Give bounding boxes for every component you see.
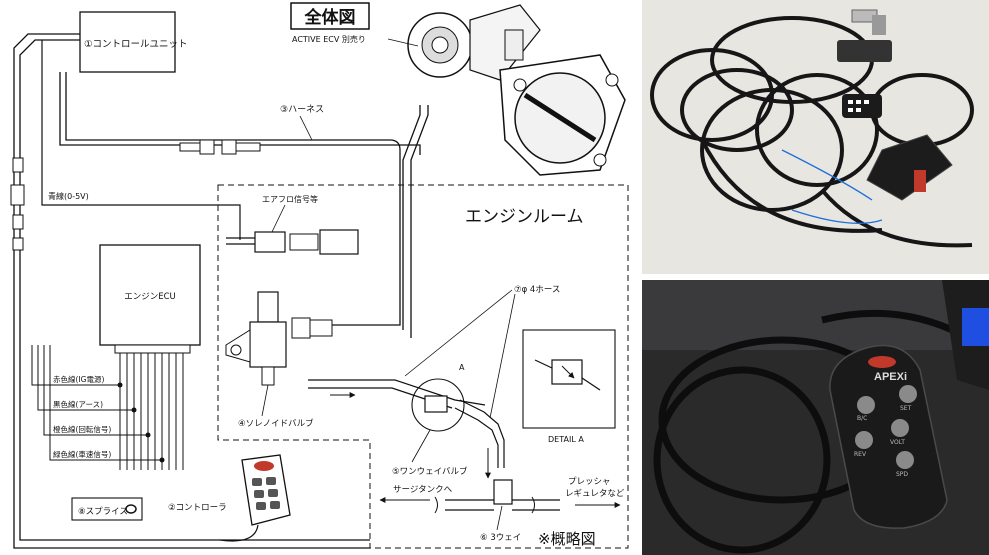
footer-note: ※概略図 (538, 530, 596, 548)
hose-label: ⑦φ 4ホース (514, 285, 560, 295)
btn-rev-label: REV (854, 451, 867, 458)
engine-ecu-box (99, 244, 201, 346)
splice-box (71, 497, 143, 521)
control-unit-box (79, 11, 176, 73)
harness-photo-illustration (642, 0, 989, 274)
active-ecv-valve (407, 4, 626, 176)
splice-label: ⑧スプライス (78, 507, 128, 517)
left-connector-3 (12, 214, 24, 230)
detail-a-box (522, 329, 616, 429)
controller-label: ②コントローラ (168, 503, 227, 513)
system-diagram: 全体図 ①コントロールユニット 青線(0-5V) ③ハーネス ACTIVE EC… (10, 2, 629, 549)
controller-drawing (241, 454, 291, 526)
btn-set-label: SET (900, 405, 912, 412)
pressure-reg-label-1: プレッシャ (568, 477, 611, 487)
engine-ecu-label: エンジンECU (124, 292, 176, 302)
black-wire-label: 黒色線(アース) (53, 399, 103, 409)
left-connector-1 (12, 157, 24, 173)
pressure-reg-label-2: レギュレタなど (565, 489, 625, 499)
harness-connector-2 (199, 139, 215, 155)
label-a: A (459, 363, 465, 372)
product-photo-controller: APEXi SET B/C VOLT REV SPD (642, 280, 989, 555)
harness-connector-4 (235, 142, 261, 152)
three-way-joint (493, 479, 513, 505)
active-ecv-label: ACTIVE ECV 別売り (292, 34, 366, 44)
airflow-label: エアフロ信号等 (262, 194, 318, 204)
solenoid-label: ④ソレノイドバルブ (238, 418, 314, 429)
green-wire-label: 緑色線(車速信号) (53, 449, 111, 459)
btn-spd-label: SPD (896, 471, 908, 478)
engine-room-label: エンジンルーム (465, 207, 584, 227)
control-unit-label: ①コントロールユニット (84, 39, 188, 50)
orange-wire-label: 橙色線(回転信号) (53, 424, 111, 434)
left-connector-4 (12, 237, 24, 251)
btn-volt-label: VOLT (890, 439, 905, 446)
harness-connector-1 (179, 142, 201, 152)
btn-bc-label: B/C (857, 415, 867, 422)
left-connector-2 (10, 184, 25, 206)
remote-body: APEXi SET B/C VOLT REV SPD (829, 344, 948, 529)
title: 全体図 (304, 7, 356, 28)
title-box (290, 2, 370, 30)
blue-wire-label: 青線(0-5V) (48, 191, 89, 201)
airflow-connector (254, 231, 286, 253)
product-photo-harness (642, 0, 989, 274)
detail-a-label: DETAIL A (548, 435, 584, 444)
threeway-label: ⑥ 3ウェイ (480, 533, 521, 543)
harness-label: ③ハーネス (280, 104, 324, 115)
engine-room-boundary (217, 184, 629, 549)
surge-tank-label: サージタンクへ (393, 485, 453, 495)
red-wire-label: 赤色線(IG電源) (53, 374, 104, 384)
remote-logo: APEXi (874, 371, 907, 383)
oneway-label: ⑤ワンウェイバルブ (392, 466, 468, 477)
controller-photo-illustration: APEXi SET B/C VOLT REV SPD (642, 280, 989, 555)
harness-connector-3 (221, 139, 237, 155)
photo-separator (642, 274, 989, 280)
ecu-wires (119, 353, 184, 470)
solenoid-valve (225, 291, 333, 386)
detail-circle-a (411, 378, 465, 432)
